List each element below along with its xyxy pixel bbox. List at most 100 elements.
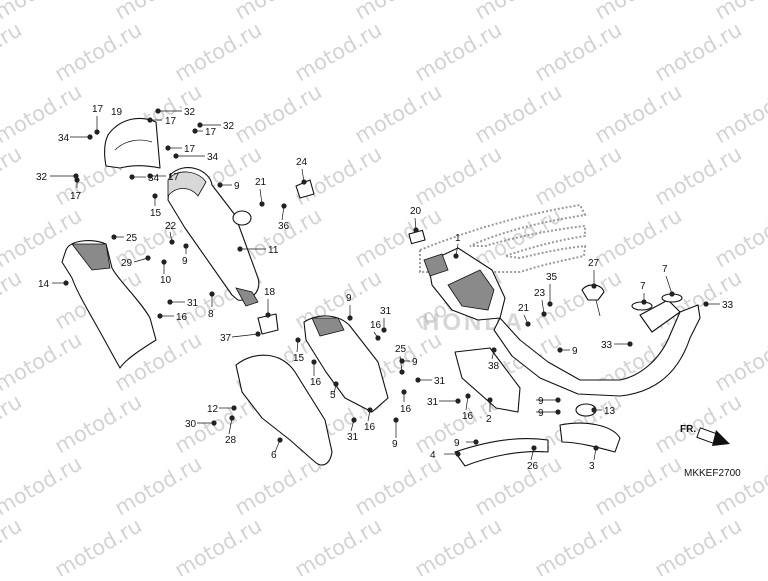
watermark-text: motod.ru <box>51 513 146 576</box>
fastener-part-27 <box>591 283 596 288</box>
fastener-part-34 <box>173 153 178 158</box>
callout-c9f: 9 <box>538 396 544 407</box>
watermark-text: motod.ru <box>471 451 566 520</box>
callout-c31a: 31 <box>187 298 199 309</box>
callout-c31c: 31 <box>434 376 446 387</box>
callout-c16c: 16 <box>310 377 322 388</box>
fastener-part-10 <box>161 259 166 264</box>
watermark-text: motod.ru <box>651 513 746 576</box>
fastener-part-31 <box>415 377 420 382</box>
fastener-part-8 <box>209 291 214 296</box>
fastener-part-33 <box>627 341 632 346</box>
watermark-text: motod.ru <box>0 79 86 148</box>
watermark-text: motod.ru <box>591 451 686 520</box>
fastener-part-17 <box>94 129 99 134</box>
callout-c16e: 16 <box>364 422 376 433</box>
callout-c19: 19 <box>111 107 123 118</box>
callout-c26: 26 <box>527 461 539 472</box>
callout-c7a: 7 <box>640 281 646 292</box>
fastener-part-16 <box>367 407 372 412</box>
watermark-text: motod.ru <box>531 265 626 334</box>
callout-c31d: 31 <box>347 432 359 443</box>
fastener-part-25 <box>111 234 116 239</box>
muffler-bracket <box>233 211 251 225</box>
fastener-part-17 <box>192 128 197 133</box>
callout-c4: 4 <box>430 450 436 461</box>
watermark-text: motod.ru <box>231 79 326 148</box>
fastener-part-37 <box>255 331 260 336</box>
callout-c21b: 21 <box>518 303 530 314</box>
callout-c25a: 25 <box>126 233 138 244</box>
fastener-part-31 <box>381 327 386 332</box>
fastener-part-30 <box>211 420 216 425</box>
callout-c1: 1 <box>455 233 461 244</box>
watermark-text: motod.ru <box>0 141 26 210</box>
callout-c34c: 34 <box>148 173 160 184</box>
front-direction-label: FR. <box>680 424 696 435</box>
watermark-text: motod.ru <box>351 451 446 520</box>
fastener-part-15 <box>295 337 300 342</box>
watermark-text: motod.ru <box>531 513 626 576</box>
callout-c17f: 17 <box>70 191 82 202</box>
fastener-part-9 <box>183 243 188 248</box>
watermark-text: motod.ru <box>291 513 386 576</box>
fastener-part-16 <box>375 335 380 340</box>
watermark-text: motod.ru <box>351 79 446 148</box>
pipe-cover-3 <box>560 423 620 452</box>
watermark-text: motod.ru <box>651 17 746 86</box>
callout-c9e: 9 <box>412 357 418 368</box>
fastener-part-9 <box>555 409 560 414</box>
fastener-part-26 <box>531 445 536 450</box>
callout-c9d: 9 <box>346 293 352 304</box>
callout-c22: 22 <box>165 221 177 232</box>
fastener-part-17 <box>147 117 152 122</box>
fastener-part-6 <box>277 437 282 442</box>
fastener-part-16 <box>157 313 162 318</box>
watermark-text: motod.ru <box>231 0 326 24</box>
fastener-part-5 <box>333 381 338 386</box>
fastener-part-9 <box>555 397 560 402</box>
fastener-part-25 <box>399 369 404 374</box>
fastener-part-9 <box>399 358 404 363</box>
callout-c34a: 34 <box>58 133 70 144</box>
sensor-wire <box>596 300 600 316</box>
watermark-text: motod.ru <box>711 203 768 272</box>
fastener-part-14 <box>63 280 68 285</box>
callout-c31b: 31 <box>380 306 392 317</box>
callout-c17d: 17 <box>184 144 196 155</box>
fastener-part-4 <box>455 451 460 456</box>
callout-c13: 13 <box>604 406 616 417</box>
fastener-part-24 <box>301 179 306 184</box>
fastener-part-28 <box>229 415 234 420</box>
watermark-text: motod.ru <box>231 451 326 520</box>
callout-c9h: 9 <box>392 439 398 450</box>
fastener-part-7 <box>669 291 674 296</box>
callout-c2: 2 <box>486 414 492 425</box>
callout-c16a: 16 <box>176 312 188 323</box>
callout-c9i: 9 <box>454 438 460 449</box>
fastener-part-31 <box>167 299 172 304</box>
fastener-part-35 <box>547 301 552 306</box>
callout-c27: 27 <box>588 258 600 269</box>
callout-c9g: 9 <box>538 408 544 419</box>
watermark-text: motod.ru <box>591 0 686 24</box>
callout-c12: 12 <box>207 404 219 415</box>
watermark-text: motod.ru <box>591 203 686 272</box>
callout-c9c: 9 <box>572 346 578 357</box>
fastener-part-29 <box>145 255 150 260</box>
callout-c37: 37 <box>220 333 232 344</box>
callout-c20: 20 <box>410 206 422 217</box>
fastener-part-31 <box>455 398 460 403</box>
watermark-text: motod.ru <box>291 17 386 86</box>
callout-c36: 36 <box>278 221 290 232</box>
callout-c31e: 31 <box>427 397 439 408</box>
callout-c28: 28 <box>225 435 237 446</box>
callout-c32b: 32 <box>223 121 235 132</box>
watermark-text: motod.ru <box>471 79 566 148</box>
fastener-part-22 <box>169 239 174 244</box>
callout-c32c: 32 <box>36 172 48 183</box>
fastener-part-12 <box>231 405 236 410</box>
arrow-head-icon <box>712 430 730 446</box>
watermark-text: motod.ru <box>651 389 746 458</box>
